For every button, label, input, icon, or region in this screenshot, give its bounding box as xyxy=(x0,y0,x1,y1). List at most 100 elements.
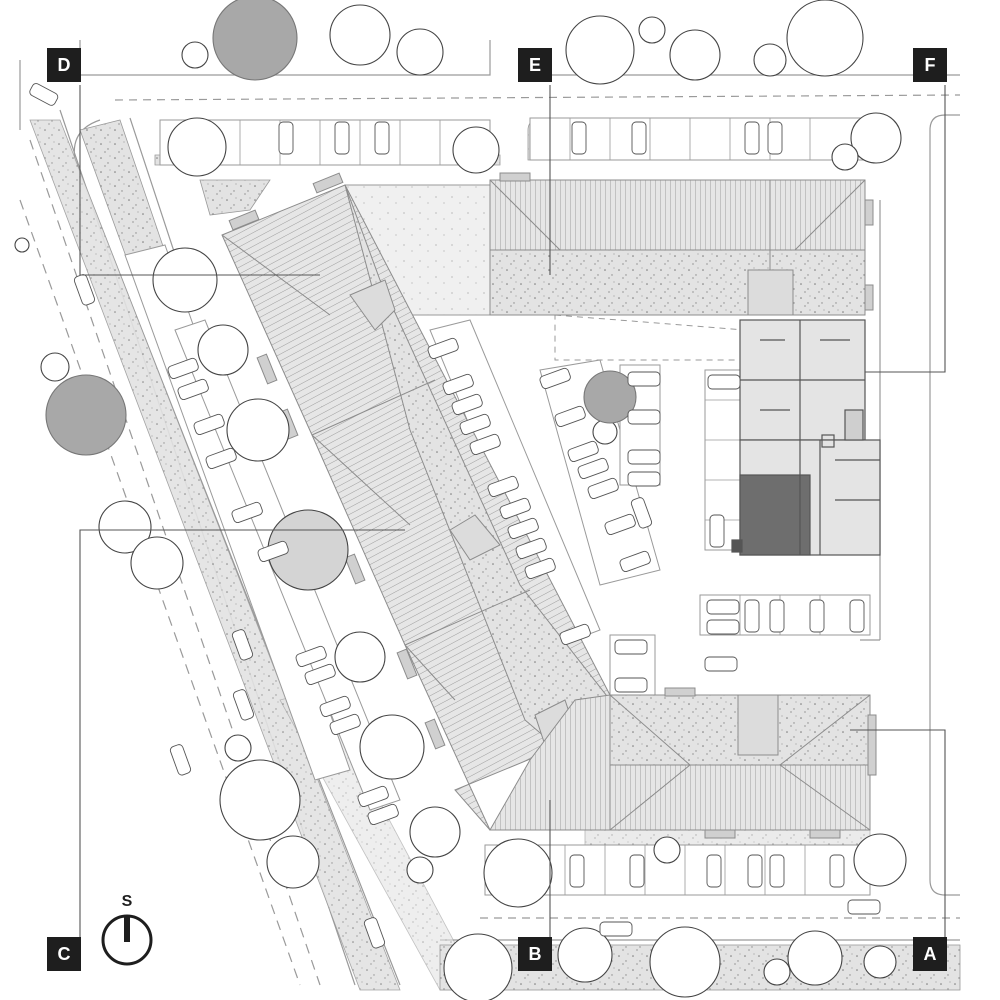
car-icon xyxy=(567,440,599,463)
car-icon xyxy=(769,854,785,888)
tree-icon xyxy=(152,247,218,313)
car-icon xyxy=(507,517,539,540)
tree-icon xyxy=(212,0,298,81)
tree-icon xyxy=(396,28,444,76)
car-icon xyxy=(847,899,881,915)
car-icon xyxy=(849,599,865,633)
car-icon xyxy=(304,663,336,686)
car-icon xyxy=(169,744,192,776)
car-icon xyxy=(744,121,760,155)
section-marker-e: E xyxy=(518,48,552,82)
tree-icon xyxy=(130,536,184,590)
car-icon xyxy=(627,409,661,425)
car-icon xyxy=(499,497,531,520)
tree-icon xyxy=(329,4,391,66)
car-icon xyxy=(627,371,661,387)
section-marker-b: B xyxy=(518,937,552,971)
section-marker-d: D xyxy=(47,48,81,82)
diagonal-parked-cars xyxy=(167,337,653,826)
car-icon xyxy=(451,393,483,416)
car-icon xyxy=(554,405,586,428)
car-icon xyxy=(427,337,459,360)
car-icon xyxy=(809,599,825,633)
car-icon xyxy=(571,121,587,155)
car-icon xyxy=(599,921,633,937)
tree-icon xyxy=(483,838,553,908)
car-icon xyxy=(769,599,785,633)
car-icon xyxy=(278,121,294,155)
section-leader-lines xyxy=(79,85,946,940)
car-icon xyxy=(231,629,254,661)
car-icon xyxy=(706,619,740,635)
car-icon xyxy=(367,803,399,826)
car-icon xyxy=(319,695,351,718)
leader-c xyxy=(79,529,405,940)
tree-icon xyxy=(787,930,843,986)
compass-icon xyxy=(101,914,153,966)
car-icon xyxy=(205,447,237,470)
tree-icon xyxy=(266,835,320,889)
tree-icon xyxy=(853,833,907,887)
tree-icon xyxy=(98,500,152,554)
tree-icon xyxy=(197,324,249,376)
tree-icon xyxy=(863,945,897,979)
tree-icon xyxy=(334,631,386,683)
car-icon xyxy=(334,121,350,155)
tree-icon xyxy=(224,734,252,762)
cars xyxy=(29,83,881,949)
car-icon xyxy=(232,689,255,721)
tree-icon xyxy=(649,926,721,998)
car-icon xyxy=(629,854,645,888)
car-icon xyxy=(747,854,763,888)
building-a-b-roof xyxy=(489,687,877,839)
tree-icon xyxy=(167,117,227,177)
car-icon xyxy=(524,557,556,580)
tree-icon xyxy=(406,856,434,884)
car-icon xyxy=(29,83,59,106)
section-marker-c: C xyxy=(47,937,81,971)
leader-a xyxy=(850,729,946,940)
tree-icon xyxy=(40,352,70,382)
car-icon xyxy=(231,501,263,524)
car-icon xyxy=(587,477,619,500)
car-icon xyxy=(627,471,661,487)
tree-icon xyxy=(45,374,127,456)
tree-icon xyxy=(219,759,301,841)
tree-icon xyxy=(443,933,513,1000)
tree-icon xyxy=(359,714,425,780)
car-icon xyxy=(539,367,571,390)
car-icon xyxy=(167,357,199,380)
car-icon xyxy=(329,713,361,736)
car-icon xyxy=(459,413,491,436)
car-icon xyxy=(257,540,289,563)
car-icon xyxy=(487,475,519,498)
section-marker-a: A xyxy=(913,937,947,971)
tree-icon xyxy=(452,126,500,174)
tree-icon xyxy=(669,29,721,81)
car-icon xyxy=(559,623,591,646)
car-icon xyxy=(709,514,725,548)
car-icon xyxy=(707,374,741,390)
tree-icon xyxy=(565,15,635,85)
car-icon xyxy=(767,121,783,155)
building-e-roof xyxy=(489,172,874,316)
car-icon xyxy=(706,599,740,615)
tree-icon xyxy=(409,806,461,858)
car-icon xyxy=(177,378,209,401)
car-icon xyxy=(627,449,661,465)
car-icon xyxy=(604,513,636,536)
section-marker-f: F xyxy=(913,48,947,82)
leader-f xyxy=(865,85,946,373)
tree-icon xyxy=(226,398,290,462)
car-icon xyxy=(744,599,760,633)
car-icon xyxy=(614,677,648,693)
car-icon xyxy=(73,274,96,306)
tree-icon xyxy=(786,0,864,77)
car-icon xyxy=(706,854,722,888)
tree-icon xyxy=(831,143,859,171)
car-icon xyxy=(374,121,390,155)
car-icon xyxy=(193,413,225,436)
tree-icon xyxy=(557,927,613,983)
car-icon xyxy=(569,854,585,888)
